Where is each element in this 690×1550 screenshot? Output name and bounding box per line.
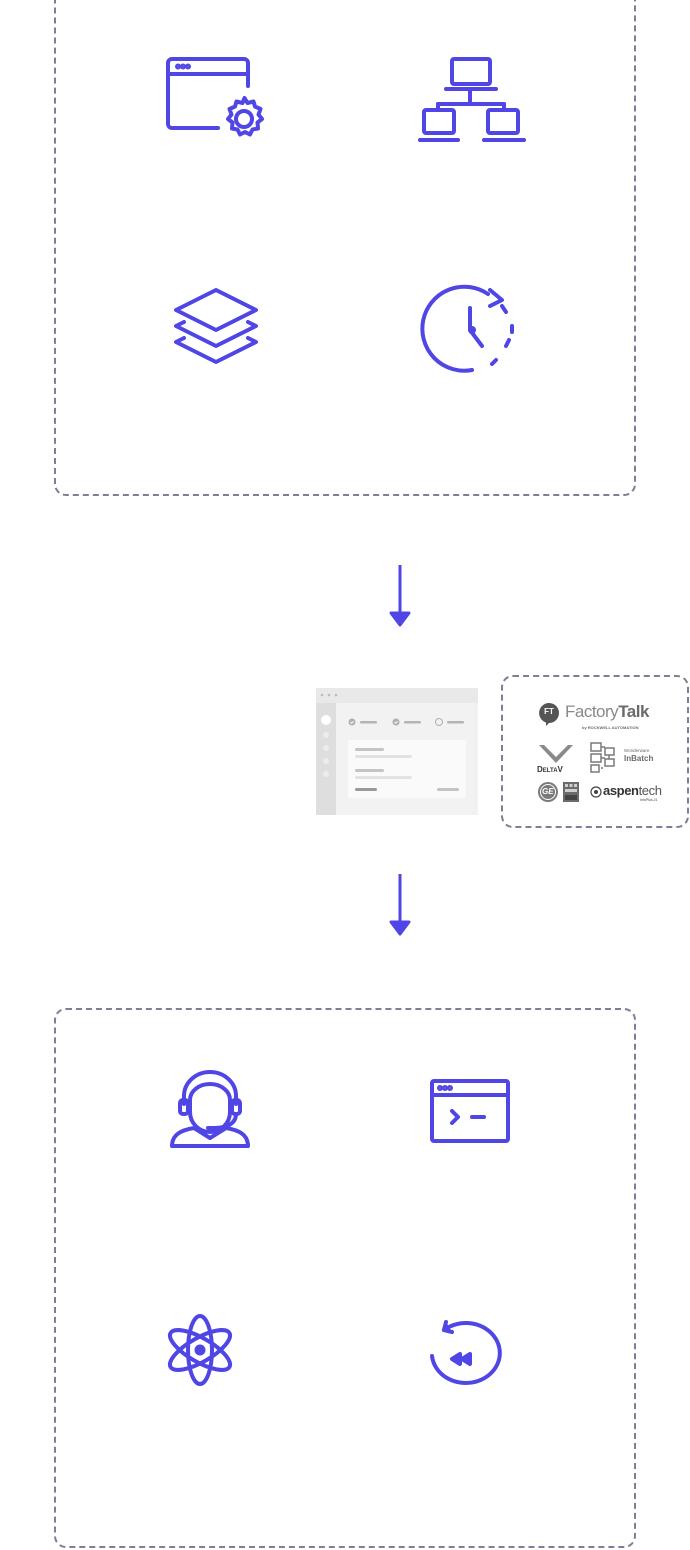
rewind-icon [426,1318,502,1385]
arrow-down-icon [386,563,414,634]
aspentech-logo: aspentech InfoPlus.21 [590,783,662,803]
support-agent-icon [170,1070,250,1148]
factorytalk-sub: by ROCKWELL AUTOMATION [582,725,639,730]
deltav-logo: DeltaV [536,743,576,774]
bottom-feature-panel [54,1008,636,1548]
aspentech-sub: InfoPlus.21 [640,798,658,802]
integrations-panel [501,675,689,828]
aspentech-name-bold: aspen [603,783,639,798]
clock-refresh-icon [420,284,520,378]
network-computers-icon [418,56,530,146]
deltav-name: DeltaV [537,765,563,774]
browser-settings-icon [166,56,270,144]
factorytalk-name: FactoryTalk [565,702,649,722]
top-feature-panel [54,0,636,496]
ge-logo: GE [537,781,559,803]
inbatch-logo: Wonderware InBatch [588,741,660,775]
inbatch-line1: Wonderware [624,748,650,753]
aspentech-name: aspentech [603,783,662,798]
building-logo [562,781,580,803]
factorytalk-name-light: Factory [565,702,619,721]
atom-icon [160,1310,240,1390]
app-mockup [316,688,478,815]
aspentech-name-light: tech [638,783,662,798]
mockup-title-bar [316,688,478,703]
factorytalk-logo: FT FactoryTalk by ROCKWELL AUTOMATION [538,702,664,736]
factorytalk-name-bold: Talk [618,702,649,721]
layers-icon [172,286,260,376]
ge-badge: GE [542,787,554,796]
terminal-window-icon [430,1079,510,1143]
arrow-down-icon [386,872,414,943]
inbatch-line2: InBatch [624,754,654,763]
factorytalk-badge: FT [544,707,554,716]
